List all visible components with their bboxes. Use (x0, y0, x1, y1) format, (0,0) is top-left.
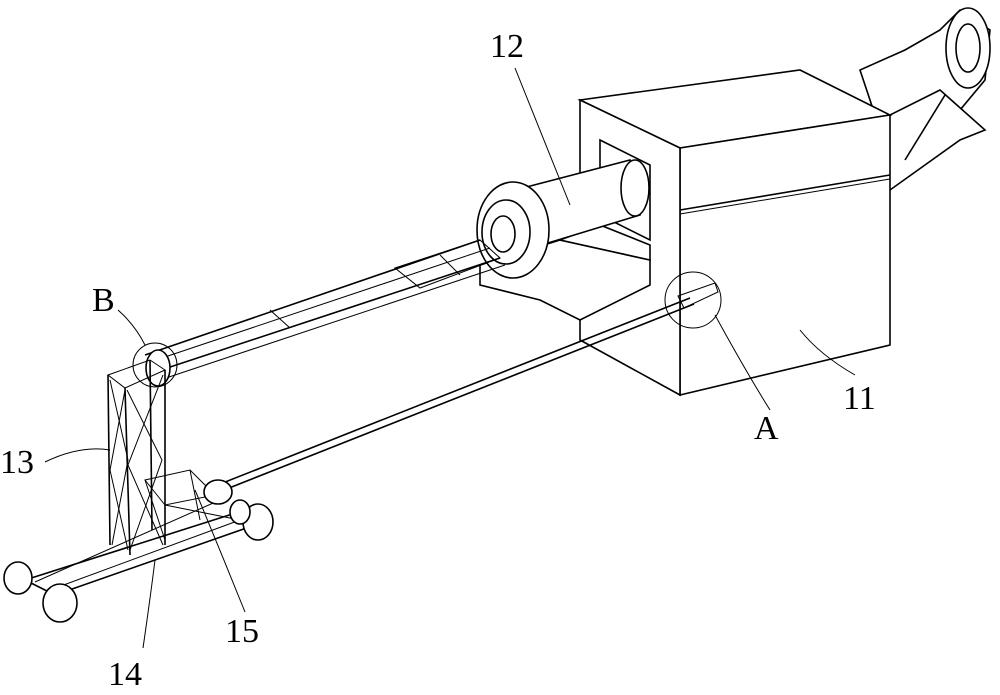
label-b: B (92, 284, 115, 318)
tower (108, 360, 165, 555)
main-box (580, 70, 890, 395)
base-frame (25, 470, 255, 595)
front-cylinder (477, 160, 650, 320)
label-a: A (754, 412, 779, 446)
label-14: 14 (108, 658, 142, 692)
label-15: 15 (225, 615, 259, 649)
upper-rails (145, 240, 505, 386)
label-11: 11 (843, 382, 876, 416)
wheels (4, 500, 273, 622)
label-13: 13 (0, 446, 34, 480)
label-12: 12 (490, 30, 524, 64)
